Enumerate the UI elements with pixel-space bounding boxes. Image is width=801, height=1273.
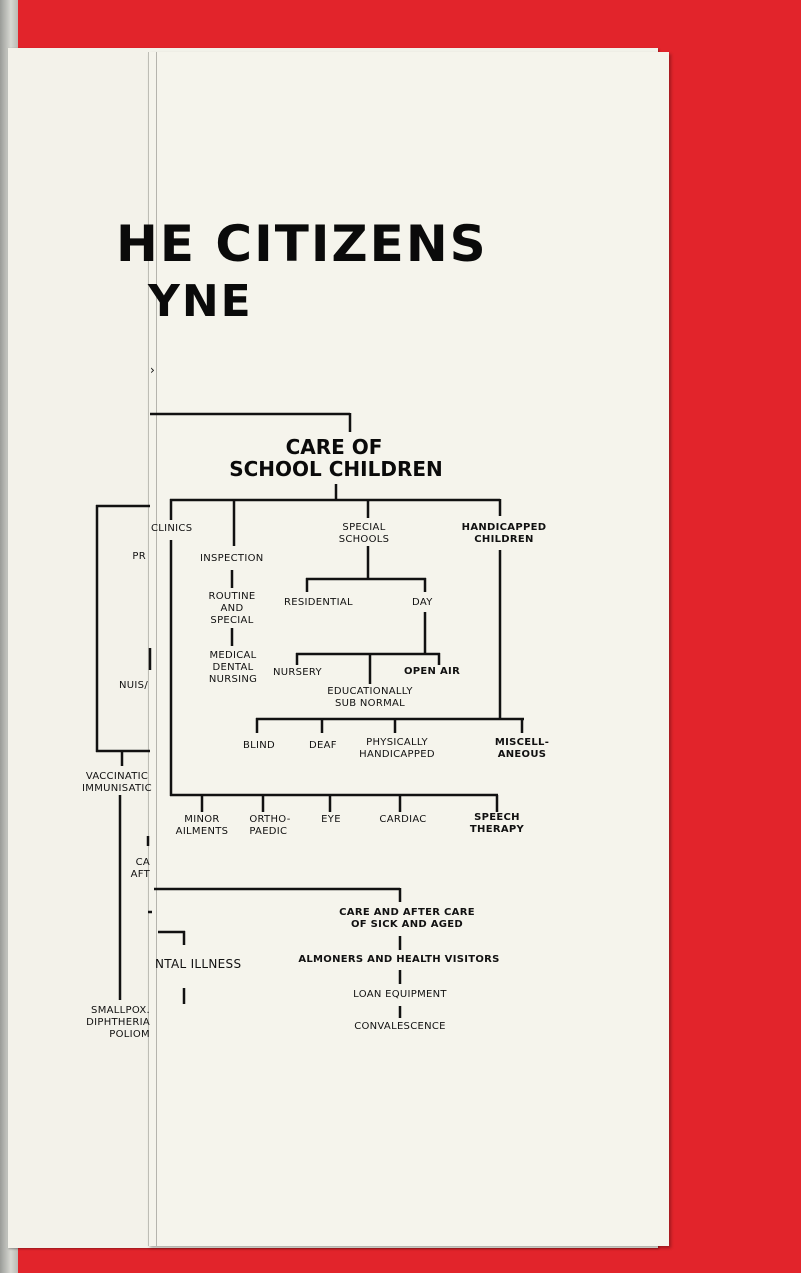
node-nursery: NURSERY <box>273 667 322 678</box>
node-miscellaneous: MISCELL- ANEOUS <box>494 737 550 760</box>
node-orthopaedic: ORTHO- PAEDIC <box>249 814 291 837</box>
page-fold-edge <box>156 52 157 1246</box>
school-children-heading: SCHOOL CHILDREN <box>229 457 443 481</box>
headline-line1: HE CITIZENS <box>116 215 488 273</box>
node-physically-handicapped: PHYSICALLY HANDICAPPED <box>359 737 435 760</box>
node-blind: BLIND <box>243 740 276 751</box>
node-eye: EYE <box>321 814 341 825</box>
fragment-smallpox-diphtheria-polio: SMALLPOX. DIPHTHERIA POLIOM <box>86 1005 150 1040</box>
node-convalescence: CONVALESCENCE <box>354 1021 446 1032</box>
node-day: DAY <box>412 597 433 608</box>
fragment-vaccination-immunisation: VACCINATIC IMMUNISATIC <box>82 771 152 794</box>
node-routine-and-special: ROUTINE AND SPECIAL <box>208 591 256 626</box>
fragment-pr: PR <box>132 551 146 562</box>
node-cardiac: CARDIAC <box>379 814 427 825</box>
node-educationally-sub-normal: EDUCATIONALLY SUB NORMAL <box>327 686 413 709</box>
node-medical-dental-nursing: MEDICAL DENTAL NURSING <box>208 650 258 685</box>
small-arrow-mark: › <box>150 363 156 377</box>
fragment-nuis: NUIS/ <box>119 680 148 691</box>
node-open-air: OPEN AIR <box>404 666 461 677</box>
node-almoners-health-visitors: ALMONERS AND HEALTH VISITORS <box>298 954 500 965</box>
node-special-schools: SPECIAL SCHOOLS <box>338 522 390 545</box>
node-deaf: DEAF <box>309 740 337 751</box>
fragment-care-after: CA AFT <box>130 857 150 880</box>
care-of-heading: CARE OF <box>285 435 383 459</box>
node-care-after-care-sick-aged: CARE AND AFTER CARE OF SICK AND AGED <box>339 907 475 930</box>
node-clinics: CLINICS <box>151 523 193 534</box>
node-handicapped-children: HANDICAPPED CHILDREN <box>461 522 547 545</box>
node-speech-therapy: SPEECH THERAPY <box>469 812 525 835</box>
node-loan-equipment: LOAN EQUIPMENT <box>353 989 447 1000</box>
node-inspection: INSPECTION <box>200 553 264 564</box>
fragment-mental-illness: NTAL ILLNESS <box>155 957 242 971</box>
headline-line2: YNE <box>148 276 253 327</box>
node-residential: RESIDENTIAL <box>284 597 353 608</box>
node-minor-ailments: MINOR AILMENTS <box>175 814 229 837</box>
folded-front-page <box>148 52 669 1246</box>
